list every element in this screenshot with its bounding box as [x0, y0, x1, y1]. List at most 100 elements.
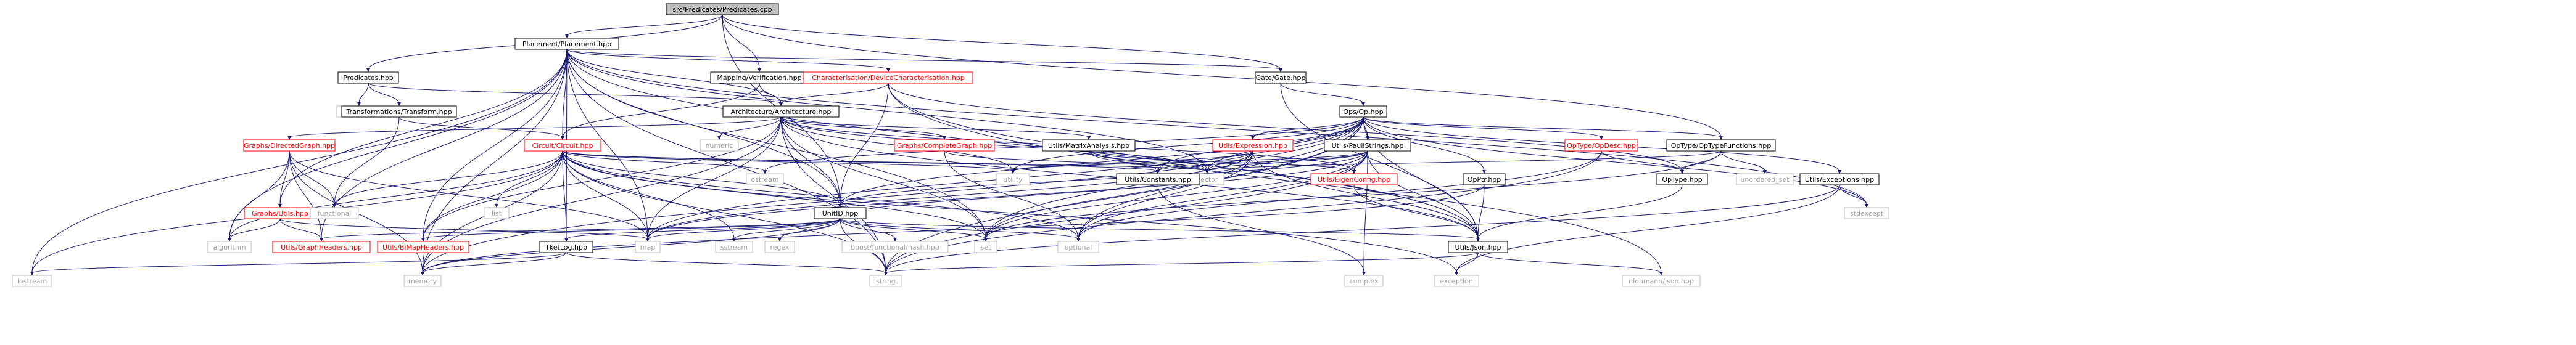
edge-circuit-to-map	[562, 150, 648, 240]
node-label-predicates: Predicates.hpp	[343, 74, 394, 82]
node-box-unitid	[814, 207, 867, 219]
edge-graphutils-to-map	[279, 218, 648, 240]
node-matrix[interactable]: Utils/MatrixAnalysis.hpp	[1042, 139, 1136, 152]
node-label-functional: functional	[318, 209, 352, 217]
edge-placement-to-charac	[566, 49, 889, 70]
edge-digraph-to-functional	[289, 150, 335, 206]
arrowhead-unitid-to-tketlog	[564, 238, 568, 242]
arrowhead-exceptions-to-stdexcept	[1865, 204, 1868, 208]
edge-root-to-placement	[566, 14, 723, 36]
arrowhead-unitid-to-optional	[1076, 238, 1080, 242]
edge-circuit-to-list	[496, 150, 563, 206]
node-root[interactable]: src/Predicates/Predicates.cpp	[666, 3, 779, 15]
edge-digraph-to-algorithm	[229, 150, 290, 240]
arrowhead-arch-to-digraph	[287, 136, 291, 140]
node-memory: memory	[403, 275, 442, 287]
node-arch[interactable]: Architecture/Architecture.hpp	[722, 105, 840, 118]
edge-placement-to-string	[566, 49, 886, 274]
node-mapverif[interactable]: Mapping/Verification.hpp	[710, 71, 809, 84]
node-graphheaders[interactable]: Utils/GraphHeaders.hpp	[272, 241, 371, 253]
edge-circuit-to-sstream	[562, 150, 735, 240]
node-label-nlohmann: nlohmann/json.hpp	[1629, 277, 1694, 285]
edge-tketlog-to-string	[566, 252, 886, 274]
arrowhead-pauli-to-unitid	[838, 204, 842, 208]
node-exceptions[interactable]: Utils/Exceptions.hpp	[1799, 173, 1880, 185]
node-label-root: src/Predicates/Predicates.cpp	[672, 6, 772, 14]
node-box-optype	[1656, 173, 1708, 185]
node-label-matrix: Utils/MatrixAnalysis.hpp	[1048, 142, 1129, 150]
node-label-gate: Gate/Gate.hpp	[1256, 74, 1306, 82]
edge-expression-to-vector	[1207, 150, 1253, 172]
node-optype[interactable]: OpType.hpp	[1656, 173, 1708, 185]
node-bimap[interactable]: Utils/BiMapHeaders.hpp	[377, 241, 469, 253]
node-tketlog[interactable]: TketLog.hpp	[539, 241, 593, 253]
edge-charac-to-nlohmann	[888, 83, 1662, 274]
node-circuit[interactable]: Circuit/Circuit.hpp	[524, 139, 601, 152]
edge-unitid-to-boosthash	[840, 218, 896, 240]
edge-exceptions-to-exception	[1456, 184, 1840, 274]
arrowhead-circuit-to-functional	[332, 204, 336, 208]
arrowhead-unitid-to-graphheaders	[320, 238, 323, 242]
edge-circuit-to-functional	[334, 150, 563, 206]
node-digraph[interactable]: Graphs/DirectedGraph.hpp	[243, 139, 336, 152]
edge-opsop-to-memory	[422, 116, 1364, 274]
node-boosthash: boost/functional/hash.hpp	[841, 241, 949, 253]
node-box-circuit	[524, 139, 601, 152]
node-pauli[interactable]: Utils/PauliStrings.hpp	[1324, 139, 1411, 152]
node-box-memory	[403, 275, 442, 287]
node-label-graphheaders: Utils/GraphHeaders.hpp	[281, 243, 362, 251]
edge-optypefn-to-optype	[1682, 150, 1722, 172]
node-label-sstream: sstream	[720, 243, 748, 251]
node-box-utility	[996, 173, 1030, 185]
node-label-unordered: unordered_set	[1740, 176, 1790, 184]
arrowhead-charac-to-arch	[779, 102, 783, 106]
node-box-gate	[1255, 71, 1307, 84]
node-opsop[interactable]: Ops/Op.hpp	[1339, 105, 1387, 118]
edge-charac-to-optype	[888, 83, 1683, 172]
node-predicates[interactable]: Predicates.hpp	[337, 71, 399, 84]
edge-expression-to-set	[985, 150, 1253, 240]
node-eigen[interactable]: Utils/EigenConfig.hpp	[1310, 173, 1398, 185]
node-json[interactable]: Utils/Json.hpp	[1448, 241, 1508, 253]
node-unitid[interactable]: UnitID.hpp	[814, 207, 867, 219]
edge-arch-to-matrix	[780, 116, 1089, 138]
node-label-unitid: UnitID.hpp	[822, 209, 859, 217]
node-label-charac: Characterisation/DeviceCharacterisation.…	[812, 74, 965, 82]
arrowhead-digraph-to-graphutils	[278, 204, 282, 208]
node-opdesc[interactable]: OpType/OpDesc.hpp	[1564, 139, 1638, 152]
edge-opdesc-to-optype	[1601, 150, 1683, 172]
arrowhead-json-to-exception	[1455, 272, 1458, 275]
edge-unitid-to-sstream	[733, 218, 841, 240]
edge-opsop-to-opptr	[1363, 116, 1485, 172]
node-label-optype: OpType.hpp	[1662, 176, 1702, 184]
node-label-iostream: iostream	[17, 277, 47, 285]
node-string: string	[869, 275, 902, 287]
node-gate[interactable]: Gate/Gate.hpp	[1255, 71, 1307, 84]
node-box-opsop	[1339, 105, 1387, 118]
edge-circuit-to-algorithm	[229, 150, 563, 240]
node-placement[interactable]: Placement/Placement.hpp	[514, 38, 619, 50]
node-transform[interactable]: Transformations/Transform.hpp	[341, 105, 457, 118]
edge-opsop-to-unitid	[840, 116, 1364, 206]
edge-predicates-to-typeindex	[358, 83, 369, 104]
node-constants[interactable]: Utils/Constants.hpp	[1116, 173, 1200, 185]
node-box-digraph	[243, 139, 336, 152]
edge-optype-to-json	[1477, 184, 1683, 240]
edge-opsop-to-opdesc	[1363, 116, 1602, 138]
edge-pauli-to-vector	[1207, 150, 1368, 172]
node-unordered: unordered_set	[1736, 173, 1794, 185]
node-label-circuit: Circuit/Circuit.hpp	[532, 142, 593, 150]
node-opptr[interactable]: OpPtr.hpp	[1463, 173, 1506, 185]
edge-transform-to-functional	[334, 116, 400, 206]
node-graphutils[interactable]: Graphs/Utils.hpp	[244, 207, 316, 219]
edge-circuit-to-set	[562, 150, 986, 240]
node-expression[interactable]: Utils/Expression.hpp	[1212, 139, 1294, 152]
node-charac[interactable]: Characterisation/DeviceCharacterisation.…	[803, 71, 973, 84]
node-optypefn[interactable]: OpType/OpTypeFunctions.hpp	[1666, 139, 1776, 152]
node-box-placement	[514, 38, 619, 50]
node-label-arch: Architecture/Architecture.hpp	[731, 108, 832, 116]
edge-opdesc-to-optional	[1078, 150, 1602, 240]
node-complete[interactable]: Graphs/CompleteGraph.hpp	[894, 139, 995, 152]
node-label-opsop: Ops/Op.hpp	[1343, 108, 1383, 116]
node-box-tketlog	[539, 241, 593, 253]
